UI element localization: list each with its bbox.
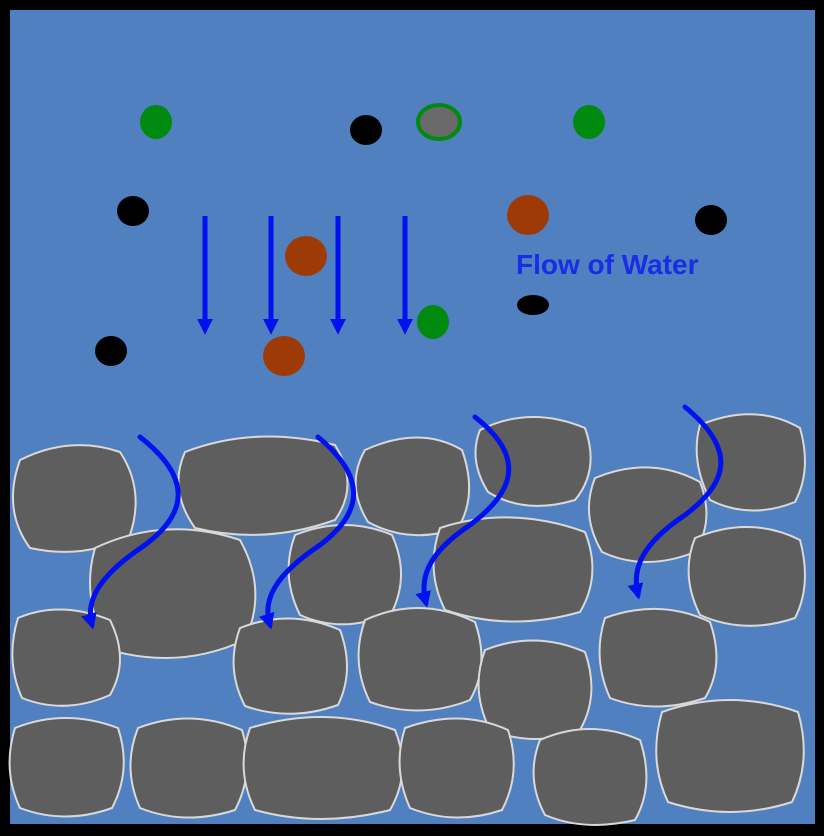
flow-through-gravel-arrows (81, 404, 724, 630)
curved-flow-arrow (627, 404, 724, 600)
black-particle (695, 205, 727, 235)
black-particle (95, 336, 127, 366)
gravel-stone (695, 413, 806, 512)
gravel-stone (11, 444, 137, 553)
brown-particle (507, 195, 549, 235)
gravel-stone (532, 728, 648, 826)
gravel-stone (357, 607, 483, 712)
gravel-stone (11, 608, 121, 707)
suspended-particles (95, 103, 727, 376)
gravel-stone (432, 516, 594, 623)
grey-particle-green-ring (416, 103, 462, 141)
gravel-stone (177, 435, 349, 536)
gravel-stone (8, 717, 125, 818)
gravel-stone (287, 524, 402, 626)
black-particle (517, 295, 549, 315)
green-particle (573, 105, 605, 139)
downward-flow-arrows (196, 216, 414, 335)
gravel-stone (655, 699, 805, 813)
brown-particle (285, 236, 327, 276)
flow-of-water-label: Flow of Water (516, 249, 699, 280)
gravel-stone (232, 617, 349, 715)
gravel-stone (354, 436, 471, 537)
black-particle (117, 196, 149, 226)
black-particle (350, 115, 382, 145)
gravel-stone (129, 717, 249, 819)
curved-flow-arrow (258, 434, 357, 630)
curved-flow-arrow (415, 414, 512, 608)
curved-flow-arrow (81, 434, 181, 630)
brown-particle (263, 336, 305, 376)
gravel-stone (598, 607, 718, 708)
gravel-stone (687, 526, 806, 627)
gravel-stone (242, 715, 404, 820)
green-particle (140, 105, 172, 139)
green-particle (417, 305, 449, 339)
gravel-stone (398, 717, 515, 819)
